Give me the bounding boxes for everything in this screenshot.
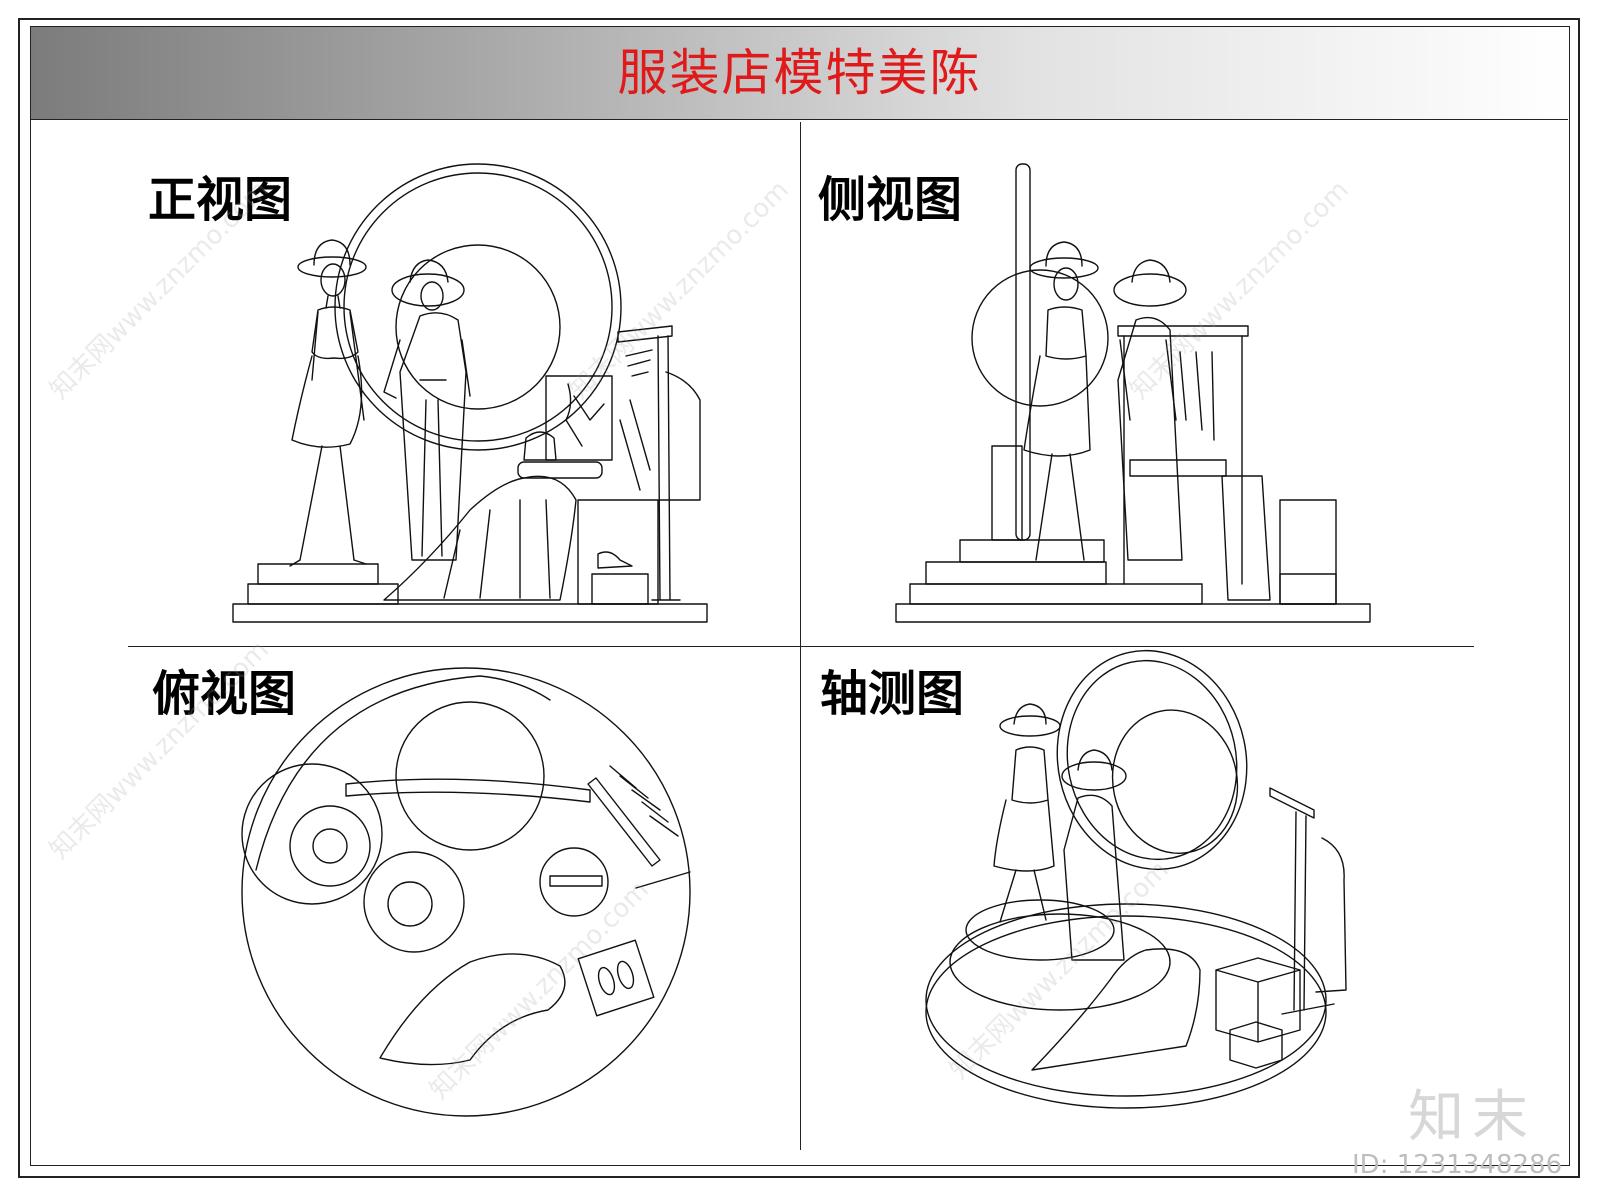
side-step-low	[909, 583, 1203, 605]
front-clothes-rack	[617, 325, 701, 601]
front-view-drawing	[232, 163, 708, 623]
side-view-drawing	[895, 163, 1371, 623]
side-mannequin-left	[1023, 241, 1099, 561]
front-shoe	[597, 551, 633, 569]
top-disc-small	[539, 847, 609, 917]
front-ring-outer	[334, 163, 622, 451]
vertical-divider	[800, 122, 801, 1150]
front-ring-inner	[343, 172, 613, 442]
front-view-label: 正视图	[148, 172, 293, 228]
front-picture-figure	[565, 383, 605, 447]
watermark-logo: 知末	[1408, 1085, 1536, 1150]
title-bar: 服装店模特美陈	[31, 27, 1568, 120]
top-view-drawing	[241, 667, 691, 1117]
axo-display-box	[1215, 957, 1301, 1043]
side-clothes-rack	[1117, 325, 1271, 601]
axonometric-view-label: 轴测图	[820, 666, 965, 722]
axo-mirror	[1056, 649, 1248, 871]
front-disc	[395, 244, 561, 410]
front-picture-frame	[545, 375, 613, 461]
horizontal-divider	[128, 646, 1474, 647]
front-step-high	[257, 563, 379, 585]
side-pole	[1015, 163, 1031, 541]
top-disc-left	[241, 763, 383, 905]
side-shoe-box	[1279, 573, 1337, 605]
top-hat-brim	[289, 805, 371, 887]
top-rail	[345, 778, 591, 803]
axo-base-outer	[925, 915, 1327, 1109]
front-shoe-box	[591, 573, 649, 605]
axo-step-low	[949, 913, 1171, 1011]
inner-frame	[30, 26, 1570, 1166]
top-outer-circle	[241, 667, 691, 1117]
top-disc-mid	[363, 851, 465, 953]
top-gown	[379, 953, 566, 1066]
top-arc	[255, 675, 551, 871]
top-small-table	[549, 875, 603, 887]
axonometric-view-drawing	[925, 649, 1347, 1109]
side-step-mid	[925, 561, 1107, 585]
side-disc	[971, 269, 1109, 407]
axo-shoe-box	[1229, 1021, 1283, 1069]
axo-mannequin-left	[993, 703, 1061, 923]
axo-clothes-rack	[1269, 787, 1347, 1015]
top-clothes-rack	[587, 765, 691, 889]
side-mannequin-right	[1113, 259, 1187, 561]
axo-mannequin-right	[1061, 749, 1127, 961]
top-disc-large	[395, 701, 545, 851]
front-base	[232, 603, 708, 623]
top-hat-crown	[312, 828, 348, 864]
top-hat-2	[387, 881, 433, 927]
axo-step-high	[965, 899, 1115, 961]
front-gown-drape	[383, 431, 603, 601]
front-mannequin-right	[383, 259, 471, 561]
watermark-id: ID: 1231348286	[1352, 1150, 1563, 1180]
top-shoe-box	[577, 939, 655, 1017]
top-view-label: 俯视图	[152, 666, 297, 722]
front-mannequin-left	[289, 239, 367, 567]
axo-gown	[1031, 948, 1201, 1071]
side-display-box	[1279, 499, 1337, 605]
side-view-label: 侧视图	[818, 172, 963, 228]
front-step-low	[247, 583, 399, 605]
page-title: 服装店模特美陈	[617, 44, 982, 102]
side-step-high	[959, 539, 1105, 563]
side-base	[895, 603, 1371, 623]
axo-base-top	[925, 903, 1327, 1097]
side-pedestal	[991, 445, 1023, 541]
front-display-box	[577, 499, 659, 605]
outer-frame	[18, 18, 1580, 1178]
